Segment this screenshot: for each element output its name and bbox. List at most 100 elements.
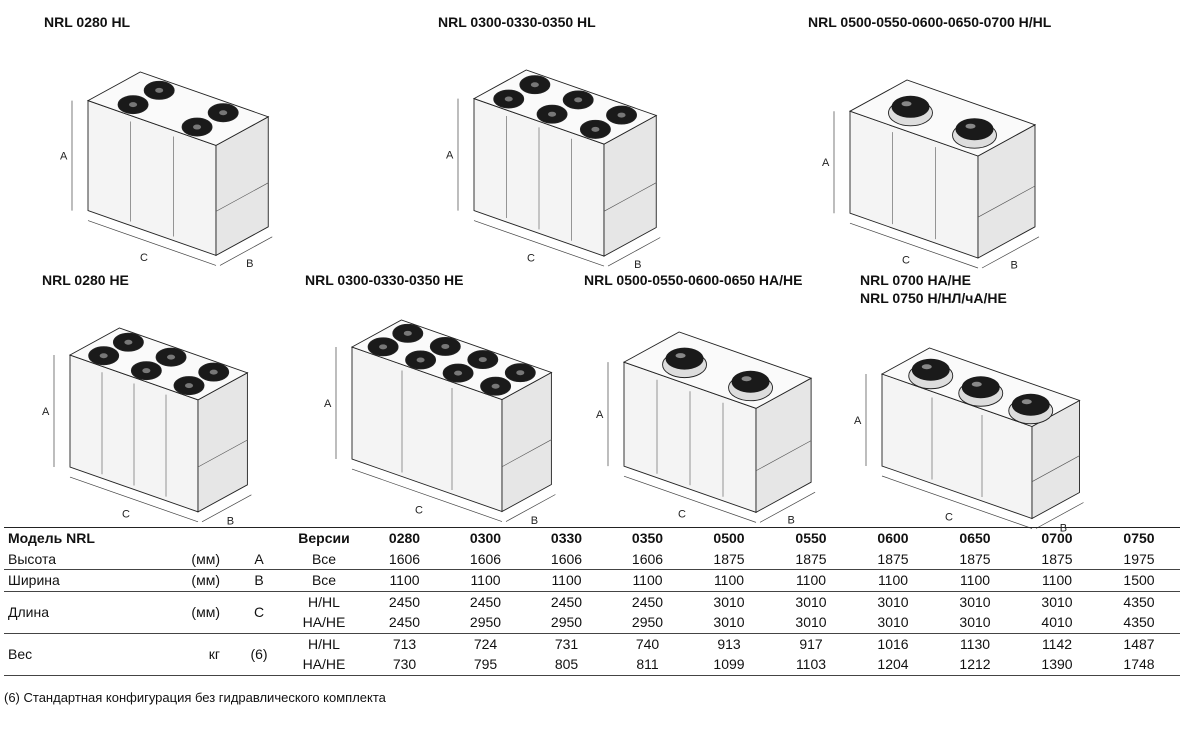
cell-value: 730 [364,654,445,676]
cell-value: 1100 [852,569,934,592]
cell-value: 811 [607,654,688,676]
cell-value: 3010 [770,612,852,634]
fan-hub [530,82,539,88]
fan-hub [921,364,932,370]
cell-value: 1606 [526,548,607,570]
cell-value: 2450 [364,612,445,634]
header-model-col: 0700 [1016,527,1098,549]
row-unit: (мм) [154,548,234,570]
dim-label-c: C [527,252,535,264]
cell-value: 2450 [631,593,664,610]
cell-value: 1487 [1123,635,1155,652]
unit-title-0280-he: NRL 0280 HE [42,272,129,288]
unit-drawing-0700-ha: ACB [854,347,1084,535]
cell-value: 1142 [1041,635,1073,652]
cell-value: 1130 [959,635,991,652]
unit-drawings: NRL 0280 HL NRL 0300-0330-0350 HL NRL 05… [42,14,1084,535]
dim-line-b [505,494,556,522]
header-model-col: 0330 [526,527,607,549]
cell-value: 1606 [364,548,445,570]
cell-value: 917 [799,635,823,652]
cell-value: 713 [392,635,417,652]
unit-top-face [86,71,270,146]
row-version: HA/HE [284,612,364,634]
fan-hub [516,370,525,376]
cell-value: 1390 [1016,654,1098,676]
cell-value: 1606 [445,548,526,570]
dim-label-a: A [596,409,604,421]
header-model: Модель NRL [4,527,284,549]
cell-value: 4350 [1123,593,1155,610]
dim-label-b: B [531,515,538,527]
fan-icon [955,118,994,141]
unit-title-0280-hl: NRL 0280 HL [44,14,131,30]
cell-value: 2950 [526,612,607,634]
dim-label-c: C [140,252,148,264]
fan-hub [574,97,583,103]
fan-hub [591,126,600,132]
fan-hub [155,87,164,93]
unit-title-0500-h: NRL 0500-0550-0600-0650-0700 H/HL [808,14,1052,30]
unit-top-face [472,69,658,145]
dim-line-b [981,236,1040,269]
cell-value: 2450 [469,593,502,610]
header-model-col: 0600 [852,527,934,549]
row-version: H/HL [308,635,340,652]
row-unit: (мм) [154,569,234,592]
fan-hub [504,96,513,102]
fan-hub [124,339,133,345]
fan-icon [731,370,770,393]
dim-label-b: B [788,514,795,526]
fan-hub [193,124,202,130]
unit-title-0300-hl: NRL 0300-0330-0350 HL [438,14,596,30]
panel-line [755,440,812,472]
fan-icon [1011,393,1050,416]
dim-label-b: B [634,259,641,271]
cell-value: 3010 [1041,593,1073,610]
cell-value: 795 [445,654,526,676]
row-unit: кг [154,633,234,676]
fan-hub [741,376,752,382]
dim-line-b [201,494,252,523]
cell-value: 4010 [1016,612,1098,634]
dim-line-c [881,475,1033,529]
dim-label-a: A [854,415,862,427]
cell-value: 1212 [934,654,1016,676]
footnote: (6) Стандартная конфигурация без гидравл… [4,690,386,705]
cell-value: 1500 [1098,569,1180,592]
fan-hub [99,353,108,359]
fan-hub [142,368,151,374]
cell-value: 1100 [688,569,770,592]
dim-line-b [759,491,816,523]
cell-value: 2950 [607,612,688,634]
row-unit: (мм) [154,591,234,634]
cell-value: 1103 [770,654,852,676]
dim-line-c [87,220,217,266]
cell-value: 1875 [770,548,852,570]
cell-value: 913 [717,635,741,652]
cell-value: 740 [635,635,660,652]
cell-value: 1748 [1098,654,1180,676]
dim-label-c: C [902,255,910,267]
dim-line-b [607,237,661,267]
table-header-row: Модель NRL Версии 0280 0300 0330 0350 05… [4,527,1180,549]
row-letter: (6) [234,633,284,676]
dim-label-a: A [60,151,68,163]
cell-value: 1975 [1098,548,1180,570]
fan-hub [219,110,228,116]
panel-line [215,182,269,212]
dim-label-c: C [945,511,953,523]
panel-line [977,185,1036,218]
fan-hub [454,370,463,376]
dim-label-c: C [122,508,130,520]
panel-line [603,182,657,212]
row-version: HA/HE [284,654,364,676]
header-model-col: 0300 [445,527,526,549]
cell-value: 3010 [852,612,934,634]
cell-value: 1099 [688,654,770,676]
fan-icon [961,376,1000,399]
unit-title-0500-ha: NRL 0500-0550-0600-0650 HA/HE [584,272,803,288]
